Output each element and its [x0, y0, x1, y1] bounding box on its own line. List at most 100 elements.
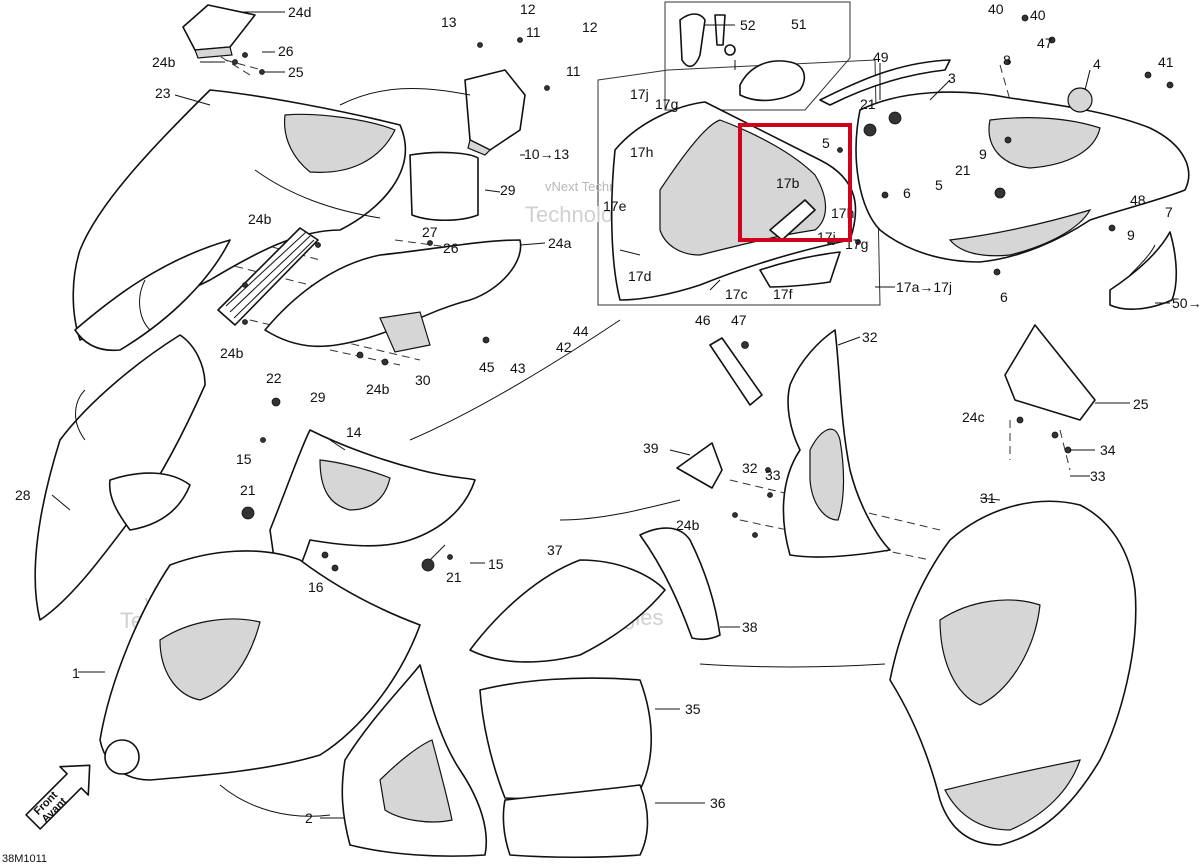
callout-label: 17b	[776, 175, 800, 191]
part-10-module	[464, 69, 526, 151]
callout-label: 21	[240, 482, 256, 498]
fasteners	[232, 14, 1174, 572]
callout-label: 15	[488, 556, 504, 572]
callout-label: 46	[695, 312, 711, 328]
part-3-lower-edge	[948, 209, 1092, 257]
callout-label: 24a	[548, 235, 572, 251]
part-49-side-trim	[1109, 231, 1178, 310]
callout-label: 1	[72, 665, 80, 681]
leader-lines	[51, 11, 1170, 819]
callout-label: 10→13	[524, 146, 569, 162]
callout-label: 17e	[603, 198, 627, 214]
part-10-module-side	[467, 139, 492, 156]
callout-label: 42	[556, 339, 572, 355]
part-23-side-trim	[264, 239, 522, 348]
callout-label: 51	[791, 16, 807, 32]
callout-label: 6	[1000, 289, 1008, 305]
callout-label: 33	[765, 467, 781, 483]
part-24c-vent-face	[194, 46, 233, 59]
callout-label: 32	[862, 329, 878, 345]
callout-label: 33	[1090, 468, 1106, 484]
callout-label: 47	[731, 312, 747, 328]
part-28-cover	[409, 151, 479, 221]
part-50-clip	[679, 13, 706, 68]
part-37-trim	[639, 527, 721, 641]
callout-label: 9	[979, 146, 987, 162]
part-24a-grille-slats	[225, 231, 315, 319]
callout-label: 8	[1003, 52, 1011, 68]
callout-label: 12	[582, 19, 598, 35]
part-30-lower-edge	[944, 759, 1081, 831]
callout-label: 24b	[220, 345, 244, 361]
callout-label: 35	[685, 701, 701, 717]
part-17h-clip	[769, 199, 816, 241]
callout-label: 4	[1093, 56, 1101, 72]
part-52-bumper	[739, 60, 806, 102]
callout-label: 52	[740, 17, 756, 33]
front-arrow-icon	[25, 764, 91, 830]
callout-label: 12	[520, 1, 536, 17]
callout-label: 24b	[366, 381, 390, 397]
callout-label: 21	[955, 162, 971, 178]
part-36-side-panel	[469, 559, 666, 663]
callout-label: 24c	[962, 409, 985, 425]
callout-label: 24b	[676, 517, 700, 533]
callout-label: 34	[1100, 442, 1116, 458]
callout-label: 13	[441, 14, 457, 30]
callout-label: 29	[310, 389, 326, 405]
callout-label: 11	[526, 24, 541, 40]
callout-label: 17g	[655, 96, 678, 112]
part-1-headlight-recess	[159, 618, 261, 701]
callout-label: 17c	[725, 286, 748, 302]
callout-label: 17j	[630, 86, 649, 102]
part-1-headlight	[104, 739, 140, 775]
part-17f-seal	[759, 251, 841, 288]
part-4-fuel-cap	[1067, 87, 1093, 113]
callout-label: 45	[479, 359, 495, 375]
callout-label: 31	[980, 490, 996, 506]
callout-label: 36	[710, 795, 726, 811]
callout-label: 7	[1165, 204, 1173, 220]
part-52-washer	[724, 44, 736, 56]
callout-label: 11	[566, 63, 581, 79]
callout-label: 30	[415, 372, 431, 388]
part-22-lower-flap	[74, 239, 231, 352]
callout-label: 5	[935, 177, 943, 193]
callout-label: 21	[446, 569, 462, 585]
part-35-bottom-panel	[502, 784, 649, 859]
callout-label: 43	[510, 360, 526, 376]
callout-label: 3	[948, 70, 956, 86]
part-31-inner	[809, 428, 845, 521]
callout-label: 48	[1130, 192, 1146, 208]
part-24d-vent	[1004, 324, 1096, 421]
callout-label: 47	[1037, 35, 1053, 51]
callout-label: 17d	[628, 268, 651, 284]
part-38-bracket	[676, 442, 723, 489]
part-2-inner	[379, 739, 453, 823]
callout-label: 50→52	[1172, 295, 1200, 311]
callout-label: 9	[1127, 227, 1135, 243]
part-51-screw	[714, 14, 726, 46]
callout-label: 14	[346, 424, 362, 440]
part-48-trim	[819, 59, 951, 106]
part-3-inner-tray	[988, 117, 1101, 169]
callout-label: 25	[1133, 396, 1149, 412]
callout-label: 24b	[152, 54, 176, 70]
callout-label: 27	[422, 224, 438, 240]
diagram-reference-code: 38M1011	[2, 853, 47, 865]
callout-label: 16	[308, 579, 324, 595]
callout-label: 28	[15, 487, 31, 503]
callout-label: 40	[1030, 7, 1046, 23]
callout-label: 21	[860, 96, 876, 112]
callout-label: 26	[443, 240, 459, 256]
callout-label: 6	[903, 185, 911, 201]
callout-label: 38	[742, 619, 758, 635]
part-3-tank-cover	[855, 91, 1190, 263]
callout-label: 17a→17j	[896, 279, 952, 295]
part-30-vent	[939, 599, 1041, 706]
callout-label: 44	[573, 323, 589, 339]
callout-label: 26	[278, 43, 294, 59]
assembly-arrows	[75, 87, 1156, 817]
callout-label: 17f	[773, 286, 793, 302]
